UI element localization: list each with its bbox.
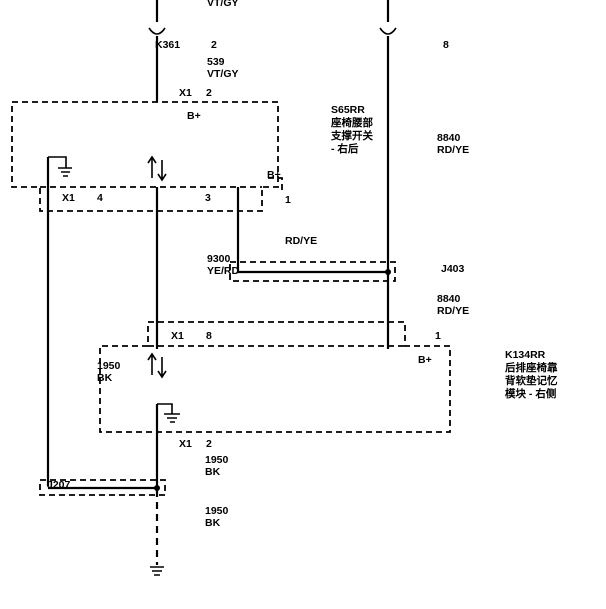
module-id: K134RR [505,349,546,361]
wire-code: 8840 [437,293,461,305]
switch-desc-3: - 右后 [331,142,359,155]
wire-color: RD/YE [437,144,469,156]
connector-id-k361: K361 [155,39,180,51]
switch-pin-4: 4 [97,192,103,204]
switch-bottom-connector-id: X1 [62,192,75,204]
wire-9300 [236,187,388,274]
top-wire-color: VT/GY [207,0,239,9]
wire-code: 1950 [205,505,229,517]
ground-icon [150,566,164,576]
splice-id: J207 [47,479,71,491]
module-outline [99,321,451,433]
wire-color: YE/RD [207,265,240,277]
switch-outline [11,101,279,212]
splice-dot-j403 [385,269,391,275]
switch-connector-id: X1 [179,87,192,99]
connector-arc-left [148,27,166,35]
module-b-plus: B+ [418,354,432,366]
j403-outline [229,261,396,282]
module-pin-1: 1 [435,330,441,342]
switch-desc-1: 座椅腰部 [330,116,373,129]
wire-1950-main [48,404,159,490]
switch-pin-3: 3 [205,192,211,204]
wire-code: 539 [207,56,225,68]
connector-pin: 2 [211,39,217,51]
j207-outline [39,479,166,496]
module-desc-2: 背软垫记忆 [505,374,558,387]
module-desc-1: 后排座椅靠 [505,361,558,374]
module-pin-8: 8 [206,330,212,342]
wire-color: BK [205,517,221,529]
switch-id: S65RR [331,104,365,116]
ground-icon [157,403,180,423]
arrow-bidirectional-icon [147,352,167,379]
ground-connector-id: X1 [179,438,192,450]
wire-code: 9300 [207,253,231,265]
connector-arc-right [379,27,397,35]
wire-color: RD/YE [437,305,469,317]
module-desc-3: 模块 - 右侧 [505,387,556,400]
arrow-bidirectional-icon [147,155,167,182]
wire-color: BK [205,466,221,478]
wire-code: 1950 [97,360,121,372]
wire-color: BK [97,372,113,384]
wire-code: 1950 [205,454,229,466]
splice-dot-j207 [154,485,160,491]
switch-sub-outline [268,177,283,190]
wire-code: 8840 [437,132,461,144]
splice-id: J403 [441,263,465,275]
switch-b-plus: B+ [187,110,201,122]
switch-b-plus-2: B+ [267,169,281,181]
ground-icon [48,156,72,177]
switch-desc-2: 支撑开关 [330,129,373,142]
wire-color: VT/GY [207,68,239,80]
connector-pin-right: 8 [443,39,449,51]
ground-connector-pin: 2 [206,438,212,450]
switch-pin-top: 2 [206,87,212,99]
module-connector-id: X1 [171,330,184,342]
partial-wire-color: RD/YE [285,235,317,247]
partial-pin: 1 [285,194,291,206]
